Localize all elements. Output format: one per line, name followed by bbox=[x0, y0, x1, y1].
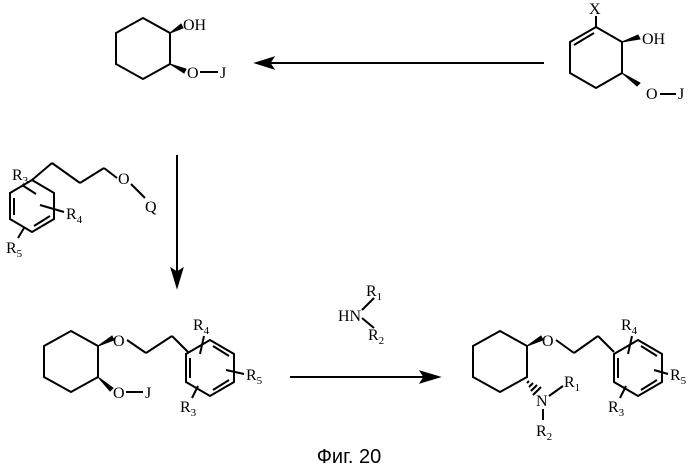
label-r1: R1 bbox=[366, 283, 382, 303]
compound-cyclohexanol-oj: OH O J bbox=[116, 17, 226, 82]
label-o: O bbox=[113, 385, 125, 402]
label-n: N bbox=[536, 393, 548, 410]
reagent-phenethyl-oq: O Q R3 R4 R5 bbox=[6, 163, 157, 260]
label-r5: R5 bbox=[670, 367, 687, 387]
reagent-amine: HN R1 R2 bbox=[338, 283, 384, 347]
label-o: O bbox=[118, 171, 130, 188]
cyclohexene-ring bbox=[570, 27, 622, 88]
label-o: O bbox=[646, 86, 658, 103]
label-j: J bbox=[678, 86, 684, 103]
bond-r5 bbox=[18, 228, 24, 238]
label-oh: OH bbox=[183, 17, 207, 34]
label-oh: OH bbox=[642, 31, 666, 48]
chain-bond-3 bbox=[598, 336, 614, 352]
bond-o-q bbox=[131, 184, 145, 198]
label-r1: R1 bbox=[564, 374, 580, 394]
label-j: J bbox=[145, 385, 151, 402]
bond-r3 bbox=[22, 185, 36, 194]
label-r4: R4 bbox=[621, 317, 638, 337]
label-j: J bbox=[220, 65, 226, 82]
chain-bond-2 bbox=[146, 336, 172, 353]
benzene-ring bbox=[614, 340, 662, 396]
wedge-bond-o bbox=[98, 336, 114, 346]
wedge-bond-oh bbox=[622, 35, 640, 42]
chain-bond-3 bbox=[172, 336, 188, 352]
wedge-bond-o bbox=[170, 64, 186, 73]
label-r4: R4 bbox=[66, 206, 83, 226]
label-r2: R2 bbox=[536, 423, 552, 443]
label-r5: R5 bbox=[246, 367, 263, 387]
label-hn: HN bbox=[338, 308, 362, 325]
label-o: O bbox=[187, 65, 199, 82]
label-r3: R3 bbox=[608, 399, 625, 419]
chain-bond-4 bbox=[104, 168, 117, 178]
chain-bond-1 bbox=[127, 340, 146, 353]
bond-r1 bbox=[549, 386, 563, 396]
chain-bond-1 bbox=[556, 340, 574, 353]
compound-intermediate-oj: O O J R4 R5 R3 bbox=[44, 317, 263, 419]
arrow-top bbox=[255, 57, 544, 69]
chain-bond-3 bbox=[80, 168, 104, 183]
chain-bond-2 bbox=[52, 163, 80, 183]
chain-bond-2 bbox=[574, 336, 598, 353]
aromatic-inner-2 bbox=[34, 216, 50, 226]
cyclohexane-ring bbox=[473, 331, 527, 392]
arrow-bottom bbox=[290, 371, 440, 383]
label-q: Q bbox=[145, 199, 157, 216]
benzene-ring bbox=[10, 180, 54, 232]
benzene-ring bbox=[186, 340, 234, 396]
label-x: X bbox=[589, 1, 601, 18]
label-r2: R2 bbox=[368, 327, 384, 347]
wedge-bond-o bbox=[622, 73, 640, 86]
figure-caption: Фиг. 20 bbox=[317, 446, 382, 468]
wedge-bond-oh bbox=[170, 24, 183, 33]
label-o: O bbox=[542, 333, 554, 350]
label-r4: R4 bbox=[193, 317, 210, 337]
arrow-down bbox=[171, 155, 183, 288]
label-r3: R3 bbox=[12, 167, 29, 187]
chain-bond-1 bbox=[32, 163, 52, 180]
wedge-bond-oj bbox=[98, 377, 113, 391]
wedge-bond-o bbox=[527, 336, 543, 346]
compound-cyclohexenol-x: X OH O J bbox=[570, 1, 684, 103]
label-r5: R5 bbox=[6, 240, 23, 260]
cyclohexane-ring bbox=[116, 18, 170, 79]
compound-product-amine: O N R1 R2 R4 R5 R3 bbox=[473, 317, 687, 443]
label-r3: R3 bbox=[180, 399, 197, 419]
bond-r4 bbox=[40, 205, 64, 212]
label-o: O bbox=[113, 333, 125, 350]
cyclohexane-ring bbox=[44, 331, 98, 392]
